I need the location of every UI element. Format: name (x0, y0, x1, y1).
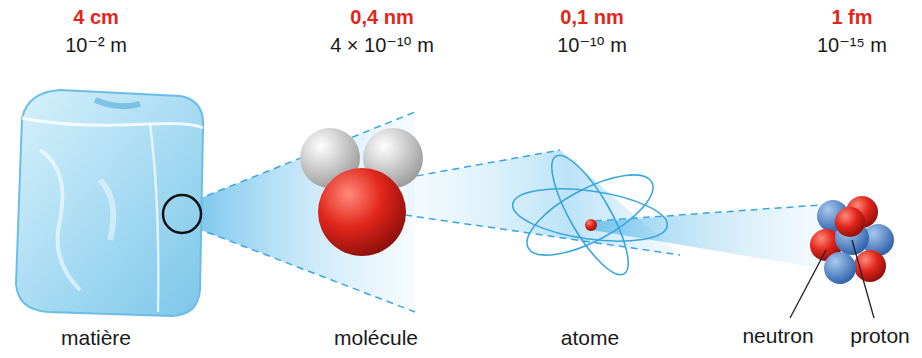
ice-cube (16, 90, 203, 316)
zoom-cone (405, 150, 680, 255)
part-name: neutron (742, 324, 813, 347)
part-name: proton (850, 324, 910, 347)
zoom-line (595, 205, 820, 221)
level-name: molécule (334, 326, 418, 349)
level-name: atome (561, 326, 619, 349)
scale-value: 0,4 nm (350, 6, 413, 28)
water-molecule (300, 128, 423, 256)
scale-value: 10⁻¹⁵ m (817, 34, 887, 56)
level-name: matière (61, 326, 131, 349)
scale-value: 1 fm (831, 6, 872, 28)
scale-value: 10⁻¹⁰ m (557, 34, 627, 56)
zoom-line (405, 215, 680, 255)
scale-value: 4 cm (73, 6, 119, 28)
leader-line (790, 250, 826, 318)
scale-value: 10⁻² m (65, 34, 127, 56)
leader-line (852, 240, 874, 318)
scale-value: 0,1 nm (560, 6, 623, 28)
atom-model (509, 146, 670, 284)
scale-value: 4 × 10⁻¹⁰ m (330, 34, 434, 56)
zoom-line (405, 150, 560, 178)
